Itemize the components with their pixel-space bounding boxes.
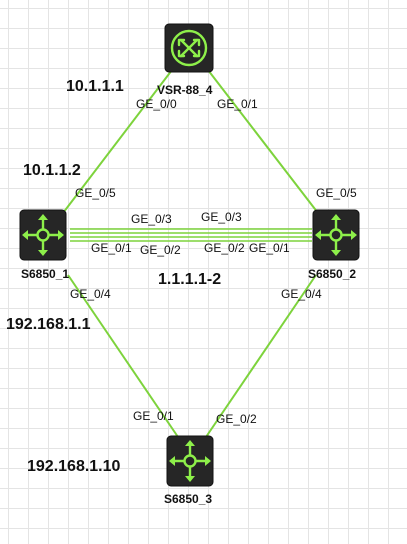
link-vsr-s2 bbox=[207, 69, 319, 214]
device-label-vsr: VSR-88_4 bbox=[157, 83, 213, 97]
link-s2-s3 bbox=[205, 274, 317, 438]
port-label: GE_0/3 bbox=[201, 210, 242, 224]
ip-label-s3: 192.168.1.10 bbox=[27, 458, 121, 475]
port-label: GE_0/0 bbox=[136, 97, 177, 111]
port-label: GE_0/2 bbox=[140, 243, 181, 257]
ip-label-vsr: 10.1.1.1 bbox=[66, 78, 124, 95]
ip-label-aggregate: 1.1.1.1-2 bbox=[158, 271, 221, 288]
port-label: GE_0/1 bbox=[249, 241, 290, 255]
port-label: GE_0/2 bbox=[204, 241, 245, 255]
device-s6850-3[interactable] bbox=[166, 435, 214, 487]
port-label: GE_0/5 bbox=[316, 186, 357, 200]
link-aggregation-s1-s2 bbox=[70, 228, 312, 242]
port-label: GE_0/1 bbox=[217, 97, 258, 111]
device-vsr-88-4[interactable] bbox=[164, 23, 214, 73]
port-label: GE_0/5 bbox=[75, 186, 116, 200]
switch-icon bbox=[22, 214, 64, 256]
port-label: GE_0/4 bbox=[70, 287, 111, 301]
link-s1-s3 bbox=[67, 274, 179, 438]
device-label-s2: S6850_2 bbox=[308, 267, 356, 281]
switch-icon bbox=[315, 214, 357, 256]
device-s6850-2[interactable] bbox=[312, 209, 360, 261]
switch-icon bbox=[169, 440, 211, 482]
port-label: GE_0/4 bbox=[281, 287, 322, 301]
ip-label-s1-downlink: 192.168.1.1 bbox=[6, 316, 91, 333]
port-label: GE_0/1 bbox=[133, 409, 174, 423]
device-s6850-1[interactable] bbox=[19, 209, 67, 261]
port-label: GE_0/1 bbox=[91, 241, 132, 255]
ip-label-s1-uplink: 10.1.1.2 bbox=[23, 162, 81, 179]
port-label: GE_0/2 bbox=[216, 412, 257, 426]
link-vsr-s1 bbox=[62, 69, 173, 214]
router-icon bbox=[170, 29, 208, 67]
port-label: GE_0/3 bbox=[131, 212, 172, 226]
device-label-s1: S6850_1 bbox=[21, 267, 69, 281]
device-label-s3: S6850_3 bbox=[164, 492, 212, 506]
